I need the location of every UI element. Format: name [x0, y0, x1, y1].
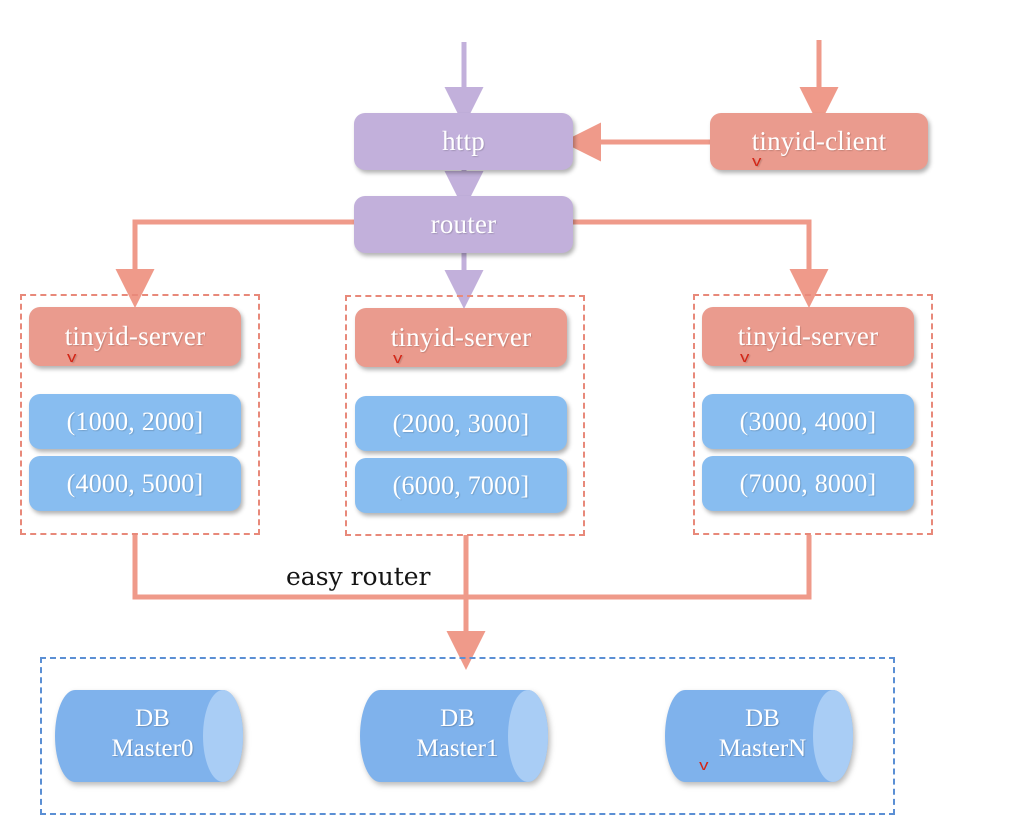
- node-router-label: router: [430, 209, 497, 240]
- server-group-3-range-1[interactable]: (3000, 4000]: [702, 394, 914, 449]
- spellcheck-icon: v: [739, 349, 750, 367]
- node-http[interactable]: http: [354, 113, 573, 170]
- node-router[interactable]: router: [354, 196, 573, 253]
- spellcheck-icon: v: [392, 350, 403, 368]
- server-group-2: [345, 295, 585, 536]
- server-group-1: [20, 294, 260, 535]
- db-master-n[interactable]: DB MasterN v: [665, 690, 860, 782]
- server-group-2-range-1[interactable]: (2000, 3000]: [355, 396, 567, 451]
- spellcheck-icon: v: [66, 349, 77, 367]
- node-http-label: http: [442, 126, 485, 157]
- server-group-3-range-2[interactable]: (7000, 8000]: [702, 456, 914, 511]
- server-group-2-range-1-label: (2000, 3000]: [392, 408, 530, 438]
- edge-router-to-server-1: [115, 219, 354, 309]
- db-master-1[interactable]: DB Master1: [360, 690, 555, 782]
- spellcheck-icon: v: [699, 757, 709, 774]
- server-group-2-range-2-label: (6000, 7000]: [392, 470, 530, 500]
- server-group-3-range-2-label: (7000, 8000]: [739, 468, 877, 498]
- easy-router-label: easy router: [286, 562, 431, 591]
- server-group-3-range-1-label: (3000, 4000]: [739, 406, 877, 436]
- db-cluster: [40, 657, 895, 815]
- server-group-1-range-1-label: (1000, 2000]: [66, 406, 204, 436]
- server-group-1-range-2[interactable]: (4000, 5000]: [29, 456, 241, 511]
- db-master-0[interactable]: DB Master0: [55, 690, 250, 782]
- edge-router-to-server-3: [573, 219, 829, 309]
- server-group-1-range-1[interactable]: (1000, 2000]: [29, 394, 241, 449]
- spellcheck-icon: v: [751, 153, 762, 171]
- server-group-2-range-2[interactable]: (6000, 7000]: [355, 458, 567, 513]
- edge-server-3-to-bus: [466, 535, 812, 600]
- server-group-1-range-2-label: (4000, 5000]: [66, 468, 204, 498]
- server-group-3: [693, 294, 933, 535]
